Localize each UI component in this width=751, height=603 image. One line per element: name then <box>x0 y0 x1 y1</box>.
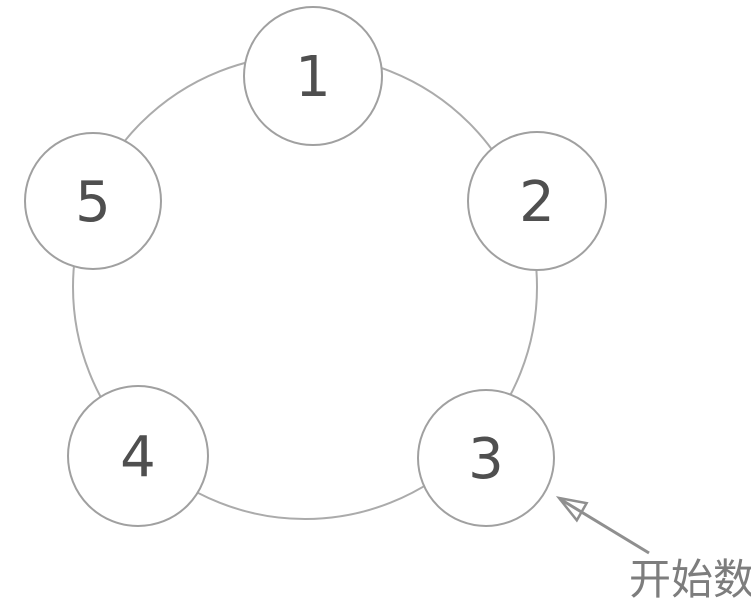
node-1-circle <box>243 6 383 146</box>
start-arrow-shaft <box>559 497 650 555</box>
node-4: 4 <box>67 385 209 527</box>
start-arrow-head-icon <box>555 496 589 523</box>
node-4-label: 4 <box>120 425 156 490</box>
node-5-circle <box>24 132 162 270</box>
node-2-label: 2 <box>519 170 555 235</box>
node-3-circle <box>417 389 555 527</box>
node-2: 2 <box>467 131 607 271</box>
node-5: 5 <box>24 132 162 270</box>
start-arrow <box>555 496 650 555</box>
node-5-label: 5 <box>75 170 111 235</box>
node-1-label: 1 <box>295 45 331 110</box>
node-2-circle <box>467 131 607 271</box>
node-3-label: 3 <box>468 427 504 492</box>
node-3: 3 <box>417 389 555 527</box>
node-4-circle <box>67 385 209 527</box>
start-label: 开始数 <box>629 555 751 603</box>
node-1: 1 <box>243 6 383 146</box>
